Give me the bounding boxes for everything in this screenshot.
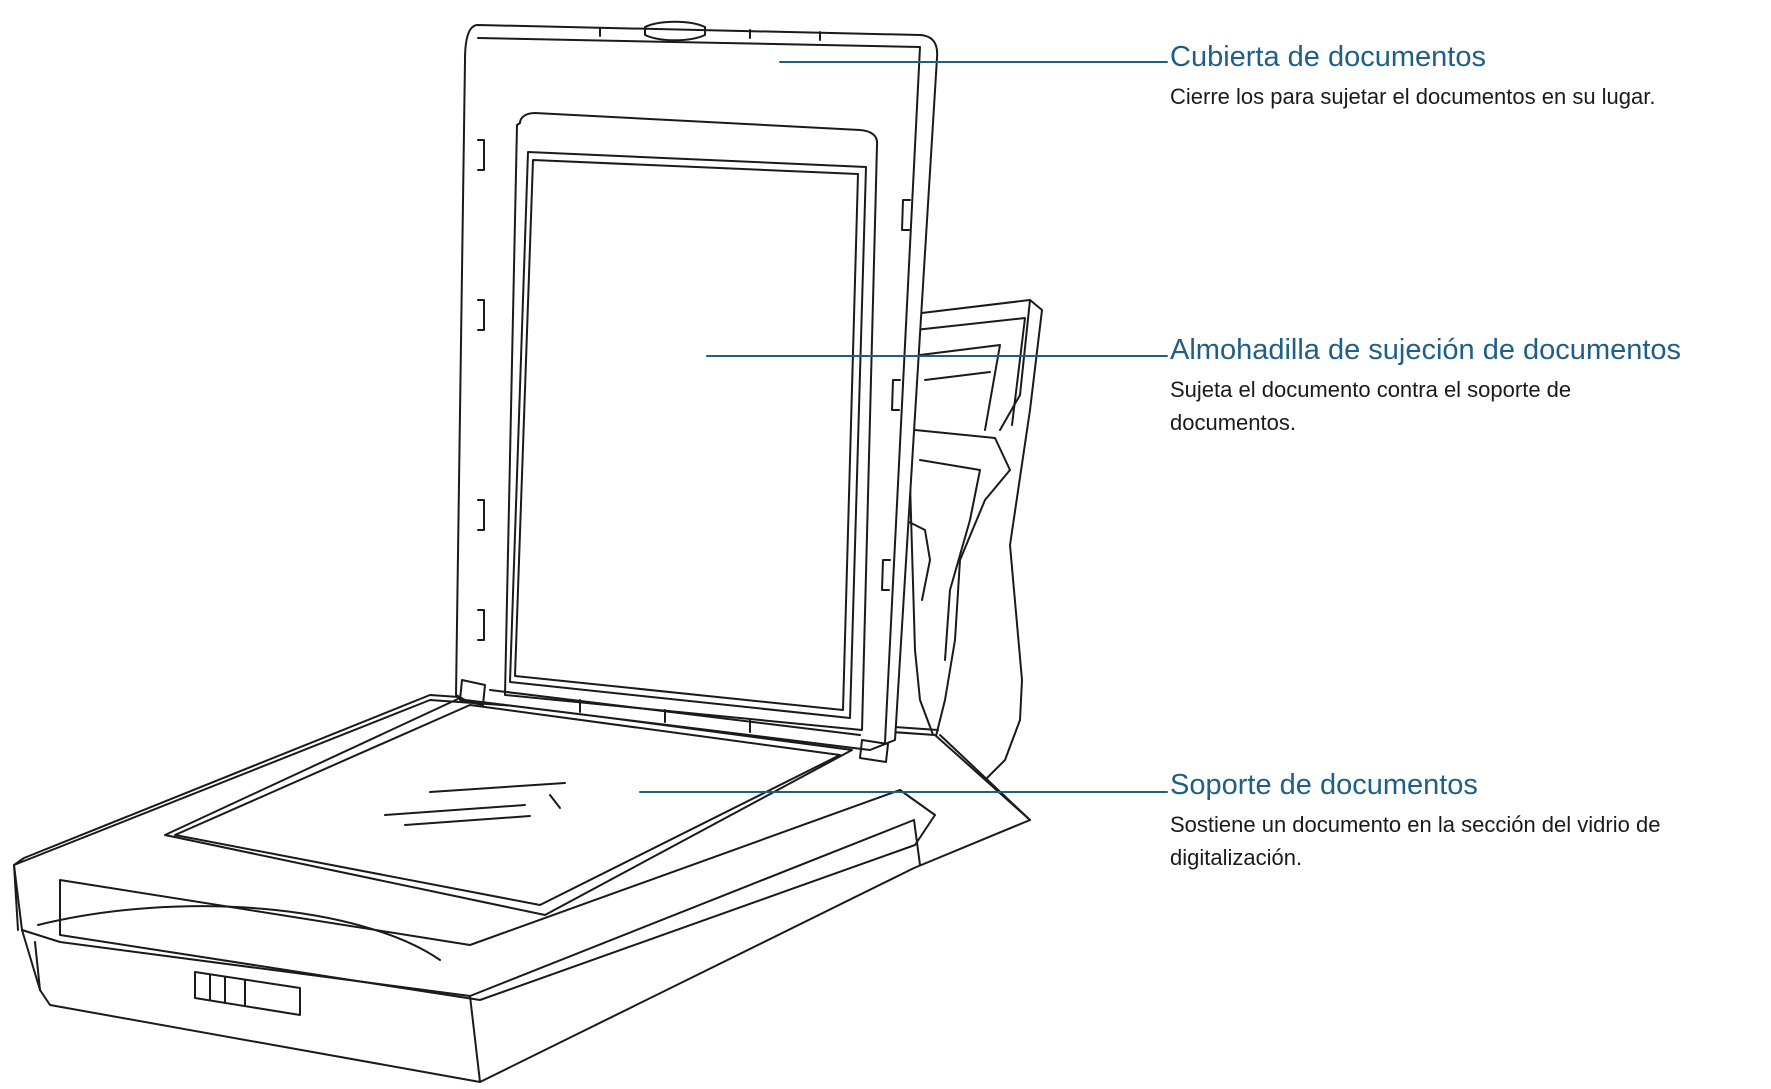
scanner-base xyxy=(13,694,1031,1083)
callout-document-cover: Cubierta de documentos Cierre los para s… xyxy=(1170,40,1770,113)
callout-title: Cubierta de documentos xyxy=(1170,41,1486,73)
callout-description: Cierre los para sujetar el documentos en… xyxy=(1170,84,1656,109)
callout-document-pad: Almohadilla de sujeción de documentos Su… xyxy=(1170,333,1690,439)
callout-title: Almohadilla de sujeción de documentos xyxy=(1170,334,1682,366)
document-cover xyxy=(455,20,939,763)
callout-title: Soporte de documentos xyxy=(1170,769,1478,801)
callout-document-holder: Soporte de documentos Sostiene un docume… xyxy=(1170,768,1770,874)
callout-description: Sujeta el documento contra el soporte de… xyxy=(1170,377,1572,435)
leader-lines xyxy=(639,61,1168,793)
callout-description: Sostiene un documento en la sección del … xyxy=(1170,812,1661,870)
adf-unit xyxy=(904,299,1043,781)
